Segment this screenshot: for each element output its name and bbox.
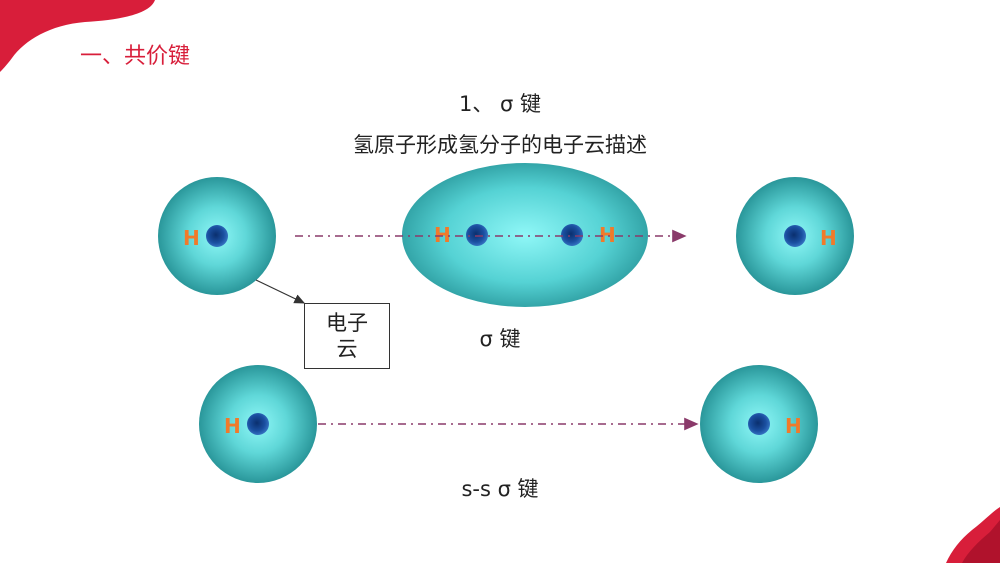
- atom-label: H: [434, 223, 451, 247]
- nucleus: [561, 224, 583, 246]
- nucleus: [247, 413, 269, 435]
- section-title: 一、共价键: [80, 44, 191, 69]
- ss-sigma-bond-label: s-s σ 键: [461, 477, 539, 501]
- hydrogen-atom-left: H: [158, 177, 276, 295]
- atom-label: H: [224, 414, 241, 438]
- nucleus: [748, 413, 770, 435]
- corner-decoration-top-left: [0, 0, 155, 72]
- description: 氢原子形成氢分子的电子云描述: [353, 133, 647, 157]
- atom-label: H: [183, 226, 200, 250]
- hydrogen-atom-bottom-left: H: [199, 365, 317, 483]
- electron-cloud-label-box: 电子云: [304, 303, 390, 369]
- corner-decoration-bottom-right-accent: [962, 520, 1000, 563]
- cloud-pointer-arrow: [255, 279, 306, 304]
- atom-label: H: [820, 226, 837, 250]
- sigma-bond-label: σ 键: [479, 327, 521, 351]
- atom-label: H: [599, 223, 616, 247]
- nucleus: [784, 225, 806, 247]
- nucleus: [466, 224, 488, 246]
- hydrogen-atom-right: H: [736, 177, 854, 295]
- hydrogen-atom-bottom-right: H: [700, 365, 818, 483]
- subtitle: 1、 σ 键: [458, 92, 542, 116]
- atom-label: H: [785, 414, 802, 438]
- nucleus: [206, 225, 228, 247]
- electron-cloud-label: 电子云: [326, 311, 368, 361]
- hydrogen-molecule: H H: [402, 163, 648, 307]
